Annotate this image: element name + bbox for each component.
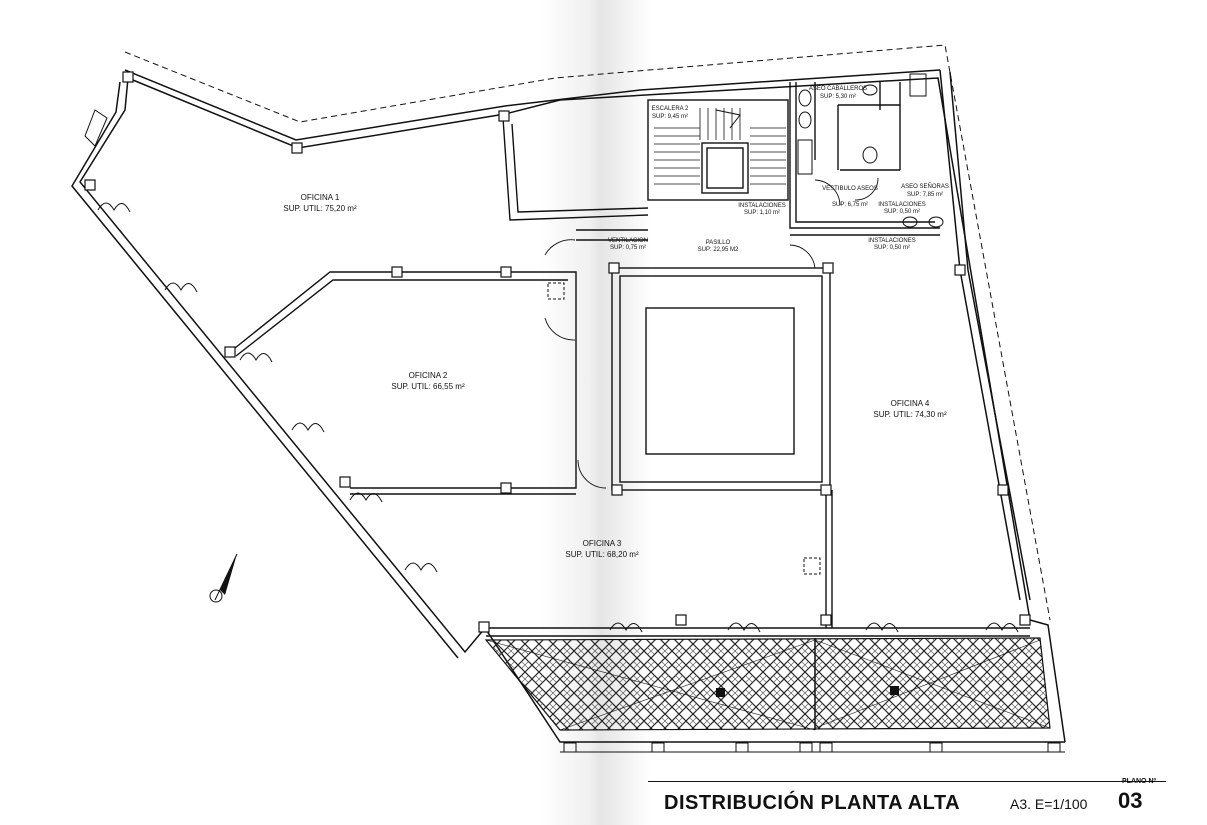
sanitary-fixtures	[797, 73, 944, 228]
terrace-paving	[484, 637, 1051, 731]
drawing-title: DISTRIBUCIÓN PLANTA ALTA	[664, 792, 961, 814]
room-name-ventilacion: VENTILACION	[608, 238, 648, 244]
property-line	[124, 44, 1051, 621]
room-name-instalaciones-2: INSTALACIONES	[878, 202, 926, 208]
interior-walls	[229, 82, 1030, 637]
room-area-escalera: SUP: 9,45 m²	[652, 114, 688, 120]
room-name-escalera: ESCALERA 2	[652, 106, 689, 112]
room-area-oficina-1: SUP. UTIL: 75,20 m²	[283, 204, 357, 213]
plano-number: 03	[1118, 788, 1143, 813]
room-name-oficina-4: OFICINA 4	[891, 399, 930, 408]
title-rule	[648, 781, 1166, 782]
room-name-instalaciones-3: INSTALACIONES	[868, 238, 916, 244]
door-swings	[544, 177, 879, 489]
room-name-oficina-2: OFICINA 2	[409, 371, 448, 380]
room-area-instalaciones-3: SUP: 0,50 m²	[874, 245, 910, 251]
terrace-diagonals	[485, 639, 1051, 731]
room-area-ventilacion: SUP: 0,75 m²	[610, 245, 646, 251]
room-area-aseo-senoras: SUP: 7,85 m²	[907, 192, 943, 198]
room-name-oficina-1: OFICINA 1	[301, 193, 340, 202]
plano-label: PLANO Nº	[1122, 778, 1157, 785]
room-area-vestibulo: SUP: 6,75 m²	[832, 202, 868, 208]
railing	[560, 741, 1065, 753]
room-area-aseo-caballeros: SUP: 5,30 m²	[820, 94, 856, 100]
room-name-oficina-3: OFICINA 3	[583, 539, 622, 548]
room-name-vestibulo: VESTIBULO ASEOS	[822, 186, 878, 192]
terrace-drain-left	[716, 688, 725, 697]
stair-arrow	[715, 109, 741, 129]
room-area-oficina-3: SUP. UTIL: 68,20 m²	[565, 550, 639, 559]
area-markers	[547, 282, 821, 575]
room-area-pasillo: SUP: 22,95 M2	[698, 247, 739, 253]
north-arrow-icon	[209, 553, 238, 603]
room-name-pasillo: PASILLO	[706, 240, 731, 246]
columns	[84, 71, 1031, 633]
room-area-instalaciones-1: SUP: 1,10 m²	[744, 210, 780, 216]
room-name-instalaciones-1: INSTALACIONES	[738, 203, 786, 209]
room-name-aseo-caballeros: ASEO CABALLEROS	[809, 86, 867, 92]
facade-windows	[84, 109, 1019, 633]
title-block: PLANO Nº DISTRIBUCIÓN PLANTA ALTA A3. E=…	[648, 778, 1166, 822]
terrace-drain-right	[890, 686, 899, 695]
drawing-scale: A3. E=1/100	[1010, 796, 1088, 812]
room-area-oficina-4: SUP. UTIL: 74,30 m²	[873, 410, 947, 419]
room-area-instalaciones-2: SUP: 0,50 m²	[884, 209, 920, 215]
room-name-aseo-senoras: ASEO SEÑORAS	[901, 183, 949, 190]
room-area-oficina-2: SUP. UTIL: 66,55 m²	[391, 382, 465, 391]
